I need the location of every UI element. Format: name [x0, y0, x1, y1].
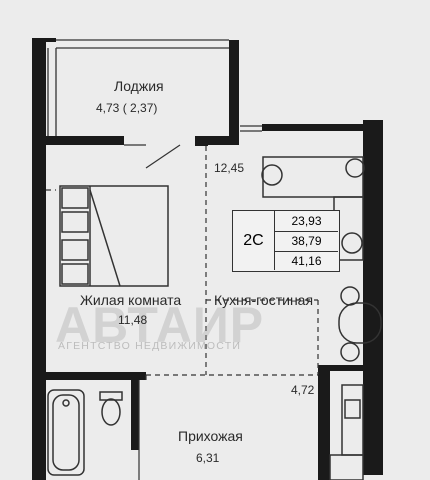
living-area-total: 23,93	[275, 211, 338, 232]
bathroom-right-wall	[131, 380, 139, 450]
hallway-area: 6,31	[196, 451, 220, 465]
bathroom-area: 4,72	[291, 383, 315, 397]
loggia-door	[124, 144, 181, 169]
left-wall	[32, 38, 46, 480]
total-area-with-loggia: 41,16	[291, 253, 322, 268]
bathroom-top-wall	[46, 372, 146, 380]
loggia-inner-wall-right	[208, 136, 239, 145]
living-room-name: Жилая комната	[80, 292, 182, 308]
hallway-lines	[138, 375, 147, 480]
kitchen-name: Кухня-гостиная	[214, 292, 314, 308]
bed	[59, 185, 169, 287]
loggia-name: Лоджия	[114, 78, 164, 94]
apartment-type: 2С	[233, 211, 275, 270]
right-inner-wall	[318, 370, 330, 480]
right-room-top-wall	[318, 365, 363, 371]
kitchen-corner	[195, 136, 208, 146]
hallway-name: Прихожая	[178, 428, 243, 444]
loggia-area: 4,73 ( 2,37)	[96, 101, 158, 115]
window	[240, 125, 262, 132]
top-right-window-wall	[262, 124, 372, 131]
walls	[32, 38, 383, 480]
loggia-inner-wall-left	[46, 136, 124, 145]
watermark-logo: АВТАИР	[55, 297, 265, 353]
right-room-fixtures	[329, 384, 364, 480]
kitchen-area: 12,45	[214, 161, 245, 175]
dining-table	[338, 286, 382, 362]
total-area-without-loggia: 38,79	[275, 231, 338, 252]
loggia-right-wall	[229, 40, 239, 138]
living-room-area: 11,48	[118, 313, 148, 327]
apartment-info-table: 2С 23,93 38,79 41,16	[232, 210, 340, 272]
loggia-top-left	[46, 38, 56, 42]
watermark-subtitle: АГЕНТСТВО НЕДВИЖИМОСТИ	[58, 340, 242, 352]
zone-lines	[46, 146, 319, 376]
bathroom-fixtures	[47, 389, 123, 476]
loggia-outline	[47, 39, 229, 136]
right-wall	[363, 120, 383, 475]
